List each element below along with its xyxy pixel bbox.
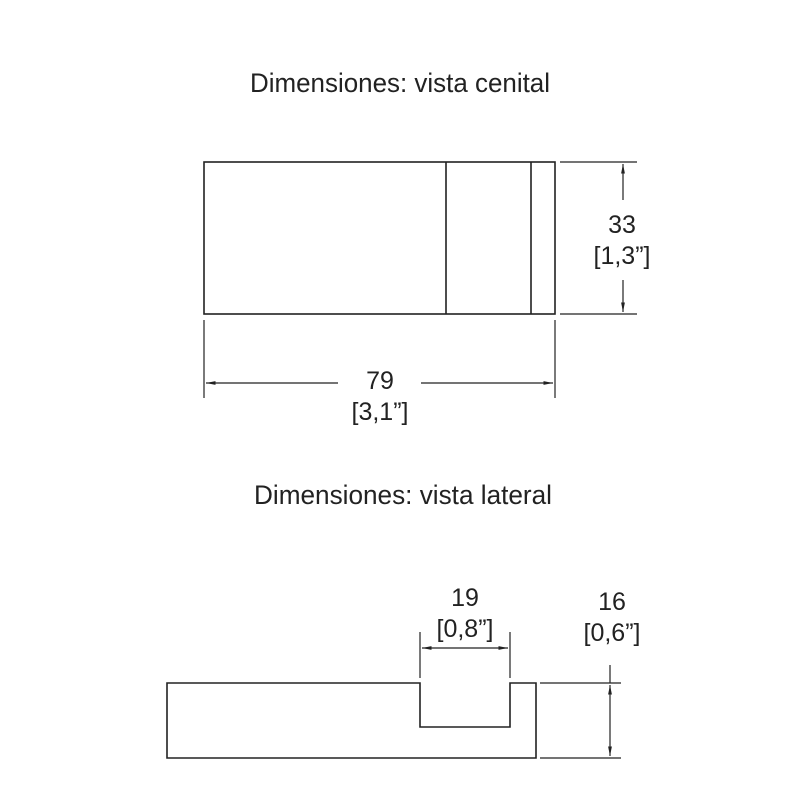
side-notch-mm: 19 — [451, 584, 479, 612]
side-view-title: Dimensiones: vista lateral — [254, 480, 552, 510]
top-view-title: Dimensiones: vista cenital — [250, 68, 550, 98]
side-notch-in: [0,8”] — [437, 615, 494, 643]
top-view-width-dimension: 79 [3,1”] — [203, 320, 556, 426]
side-height-mm: 16 — [598, 588, 626, 616]
side-view-notch-dimension: 19 [0,8”] — [419, 584, 511, 678]
top-height-mm: 33 — [608, 211, 636, 239]
top-view-height-dimension: 33 [1,3”] — [560, 161, 651, 315]
side-view-height-dimension: 16 [0,6”] — [540, 588, 641, 759]
top-height-in: [1,3”] — [594, 242, 651, 270]
side-view-shape — [166, 682, 537, 759]
top-width-in: [3,1”] — [352, 398, 409, 426]
top-width-mm: 79 — [366, 367, 394, 395]
side-height-in: [0,6”] — [584, 619, 641, 647]
top-view-shape — [203, 161, 556, 315]
